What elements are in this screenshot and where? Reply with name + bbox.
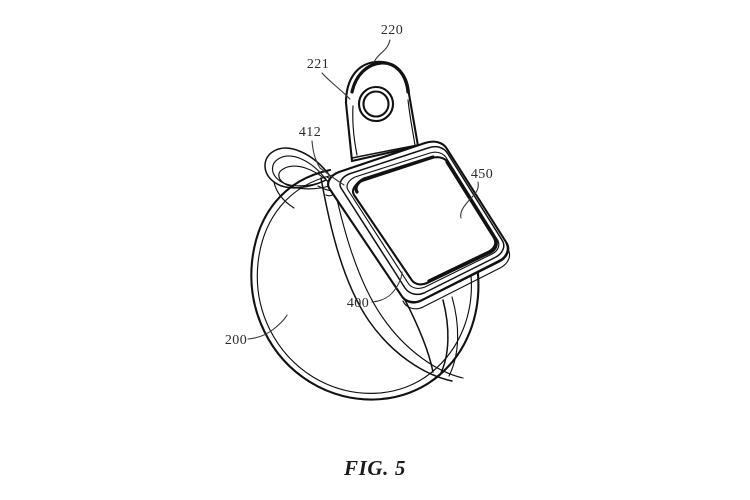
tab-right-inner-line bbox=[407, 99, 416, 146]
band-keeper-tail bbox=[273, 181, 295, 209]
leader-450 bbox=[460, 181, 479, 219]
display-edge-top bbox=[354, 155, 435, 194]
tab-aperture-inner-ring bbox=[362, 90, 390, 118]
ref-label-220: 220 bbox=[381, 23, 403, 38]
housing-bezel-2 bbox=[346, 151, 500, 289]
leader-220 bbox=[373, 39, 391, 63]
housing-side-rim-lower bbox=[402, 248, 511, 310]
band-tail-right bbox=[439, 299, 449, 376]
leader-200 bbox=[247, 314, 288, 340]
band-keeper-loop-inner bbox=[271, 155, 329, 187]
figure-caption: FIG. 5 bbox=[343, 456, 406, 480]
leader-221 bbox=[321, 72, 351, 100]
leader-lines bbox=[247, 39, 479, 340]
ref-label-400: 400 bbox=[347, 296, 369, 311]
attachment-tab bbox=[344, 60, 420, 163]
ref-label-450: 450 bbox=[471, 167, 493, 182]
display-cover bbox=[351, 155, 498, 286]
leader-412 bbox=[311, 140, 321, 169]
band-keeper-loop-lower bbox=[278, 165, 332, 190]
band-under-case bbox=[403, 297, 434, 373]
band-front-strap bbox=[320, 177, 453, 382]
leader-412-tick bbox=[319, 167, 345, 186]
tab-left-inner-line bbox=[352, 105, 358, 156]
band-front-strap-edge bbox=[331, 175, 464, 379]
band-tail-right-edge bbox=[448, 296, 459, 377]
ref-label-221: 221 bbox=[307, 57, 329, 72]
ref-label-200: 200 bbox=[225, 333, 247, 348]
reference-numerals: 220 221 412 450 400 200 bbox=[225, 23, 493, 348]
tab-top-edge-highlight bbox=[350, 61, 410, 94]
tab-bottom-edge bbox=[351, 144, 419, 159]
ref-label-412: 412 bbox=[299, 125, 321, 140]
leader-400 bbox=[371, 271, 403, 303]
band-outer-edge bbox=[250, 168, 480, 401]
display-edge-highlight bbox=[427, 160, 498, 283]
housing-bezel bbox=[339, 145, 505, 296]
